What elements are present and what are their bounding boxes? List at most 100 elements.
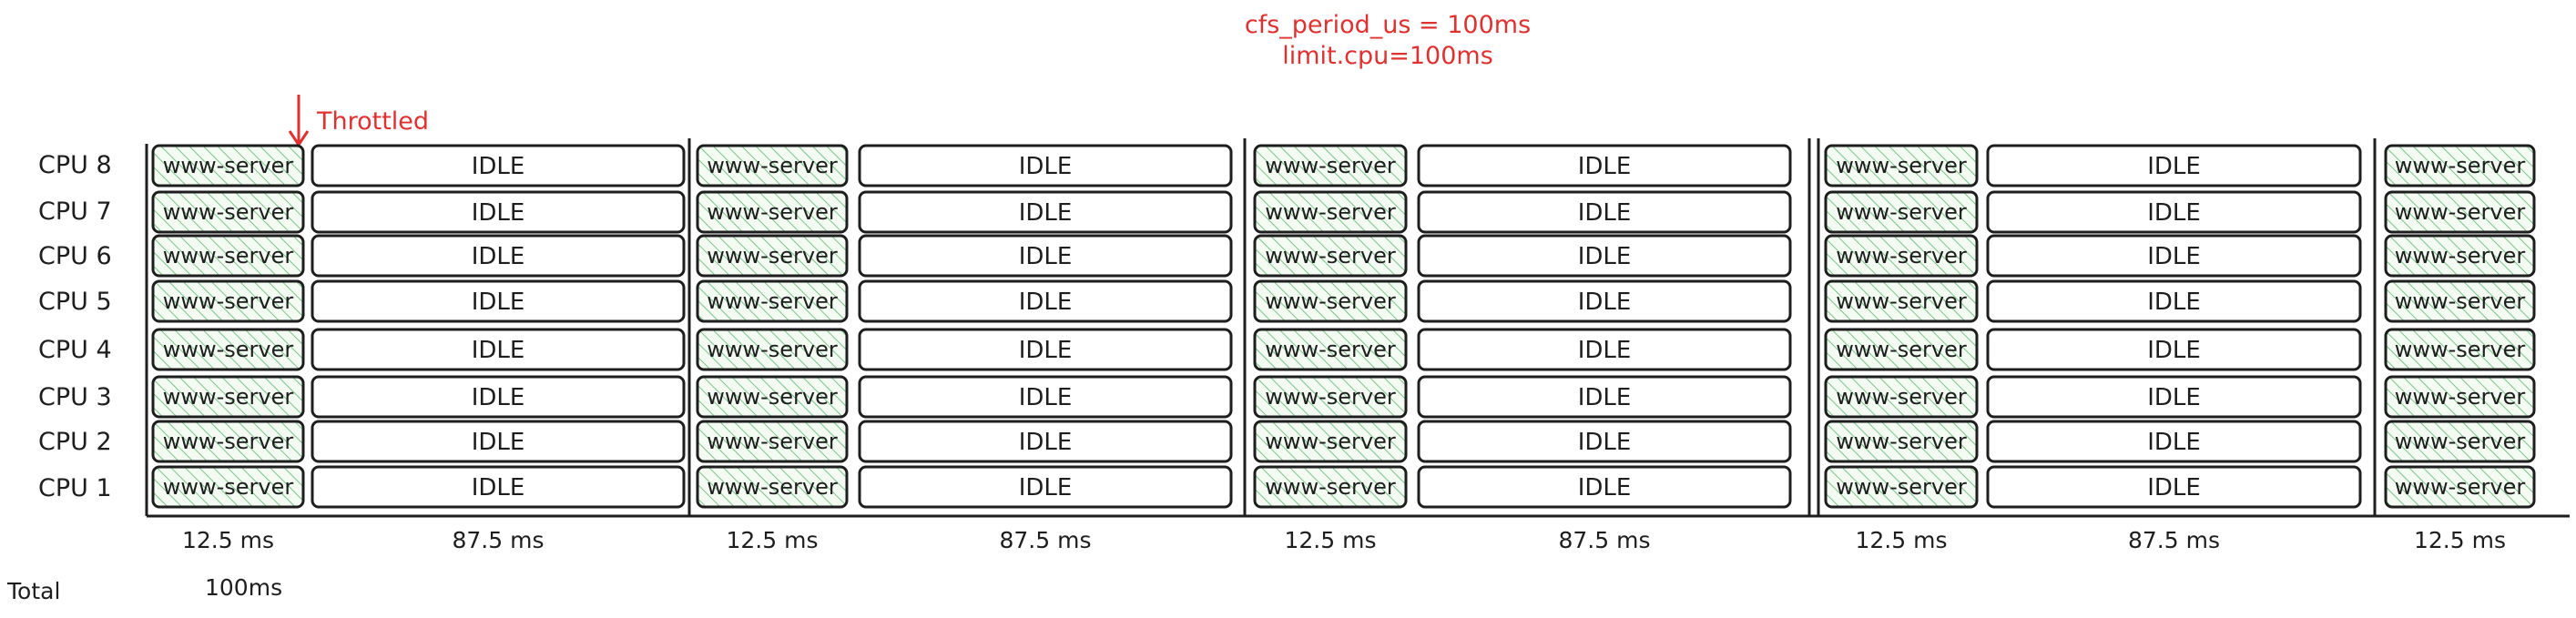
running-slot-box — [696, 190, 849, 234]
running-slot-label: www-server — [2395, 153, 2526, 178]
idle-slot-label: IDLE — [472, 199, 525, 227]
idle-slot-box — [1417, 144, 1792, 187]
running-slot-label: www-server — [707, 337, 838, 362]
running-slot-label: www-server — [163, 243, 294, 268]
idle-slot-box — [1986, 465, 2362, 509]
running-slot-box — [1253, 375, 1408, 419]
idle-slot-label: IDLE — [1019, 384, 1073, 411]
running-slot-label: www-server — [1836, 153, 1967, 178]
running-slot-label: www-server — [707, 384, 838, 410]
running-slot-label: www-server — [2395, 243, 2526, 268]
cpu-row-label: CPU 1 — [38, 474, 112, 502]
running-slot-box — [696, 144, 849, 187]
running-slot-label: www-server — [1836, 243, 1967, 268]
idle-slot: IDLE — [1417, 190, 1792, 234]
idle-slot: IDLE — [1986, 144, 2362, 187]
idle-slot: IDLE — [1986, 375, 2362, 419]
running-slot-box — [696, 420, 849, 463]
idle-slot-box — [311, 190, 686, 234]
idle-slot-box — [311, 375, 686, 419]
running-slot: www-server — [696, 190, 849, 234]
running-slot-label: www-server — [707, 153, 838, 178]
idle-slot: IDLE — [858, 279, 1233, 323]
running-slot-box — [2384, 190, 2536, 234]
running-slot: www-server — [151, 465, 305, 509]
cpu-row-label: CPU 7 — [38, 198, 112, 226]
idle-slot-box — [1417, 234, 1792, 278]
running-slot: www-server — [151, 144, 305, 187]
idle-slot: IDLE — [1417, 420, 1792, 463]
idle-slot: IDLE — [1417, 234, 1792, 278]
idle-slot-label: IDLE — [472, 153, 525, 180]
idle-slot-box — [1417, 279, 1792, 323]
running-slot: www-server — [696, 279, 849, 323]
idle-duration-label: 87.5 ms — [453, 527, 545, 553]
total-label: Total — [6, 578, 60, 604]
running-slot-label: www-server — [163, 384, 294, 410]
running-slot-box — [151, 234, 305, 278]
idle-slot-box — [311, 279, 686, 323]
idle-slot: IDLE — [1986, 279, 2362, 323]
running-duration-label: 12.5 ms — [182, 527, 274, 553]
idle-slot: IDLE — [311, 375, 686, 419]
running-slot-box — [151, 144, 305, 187]
running-slot-box — [2384, 465, 2536, 509]
idle-slot-box — [858, 375, 1233, 419]
running-slot: www-server — [151, 420, 305, 463]
running-slot-box — [151, 190, 305, 234]
running-slot: www-server — [1253, 190, 1408, 234]
idle-slot-label: IDLE — [2147, 474, 2201, 501]
idle-slot: IDLE — [311, 279, 686, 323]
running-slot-box — [696, 328, 849, 371]
running-slot-box — [2384, 420, 2536, 463]
running-slot-label: www-server — [163, 337, 294, 362]
running-slot-box — [151, 279, 305, 323]
idle-slot-box — [311, 420, 686, 463]
running-slot-box — [696, 375, 849, 419]
idle-slot-box — [311, 234, 686, 278]
cfs-period-annotation: cfs_period_us = 100ms — [1245, 11, 1531, 39]
running-slot-box — [1253, 190, 1408, 234]
idle-slot-label: IDLE — [472, 289, 525, 316]
running-slot: www-server — [696, 420, 849, 463]
running-slot-label: www-server — [707, 199, 838, 225]
running-slot: www-server — [1253, 420, 1408, 463]
running-slot-box — [1824, 190, 1979, 234]
period-separators — [687, 138, 2377, 516]
running-slot: www-server — [1253, 375, 1408, 419]
running-slot: www-server — [1824, 328, 1979, 371]
idle-slot: IDLE — [1417, 328, 1792, 371]
idle-slot-box — [1986, 144, 2362, 187]
idle-slot: IDLE — [858, 144, 1233, 187]
idle-slot: IDLE — [1986, 234, 2362, 278]
idle-slot-box — [1986, 279, 2362, 323]
cpu-row-label: CPU 4 — [38, 336, 112, 364]
running-slot: www-server — [1253, 234, 1408, 278]
running-slot: www-server — [151, 328, 305, 371]
idle-slot-box — [858, 190, 1233, 234]
running-slot-label: www-server — [707, 289, 838, 314]
idle-slot-label: IDLE — [1019, 153, 1073, 180]
idle-slot-label: IDLE — [1019, 289, 1073, 316]
idle-duration-label: 87.5 ms — [1559, 527, 1651, 553]
idle-slot-label: IDLE — [1019, 337, 1073, 364]
running-slot-label: www-server — [707, 429, 838, 454]
running-duration-label: 12.5 ms — [1285, 527, 1377, 553]
running-slot-box — [1253, 279, 1408, 323]
idle-slot-label: IDLE — [472, 474, 525, 501]
idle-slot-label: IDLE — [1019, 199, 1073, 227]
running-slot: www-server — [1824, 375, 1979, 419]
idle-slot-label: IDLE — [472, 429, 525, 456]
idle-slot-label: IDLE — [1578, 199, 1632, 227]
running-slot: www-server — [1824, 234, 1979, 278]
idle-slot-label: IDLE — [1578, 289, 1632, 316]
running-slot-box — [1824, 328, 1979, 371]
total-value: 100ms — [205, 574, 282, 601]
idle-slot-label: IDLE — [1578, 243, 1632, 270]
idle-slot-box — [311, 328, 686, 371]
running-slot-box — [1253, 420, 1408, 463]
idle-slot: IDLE — [1417, 279, 1792, 323]
running-slot: www-server — [696, 144, 849, 187]
